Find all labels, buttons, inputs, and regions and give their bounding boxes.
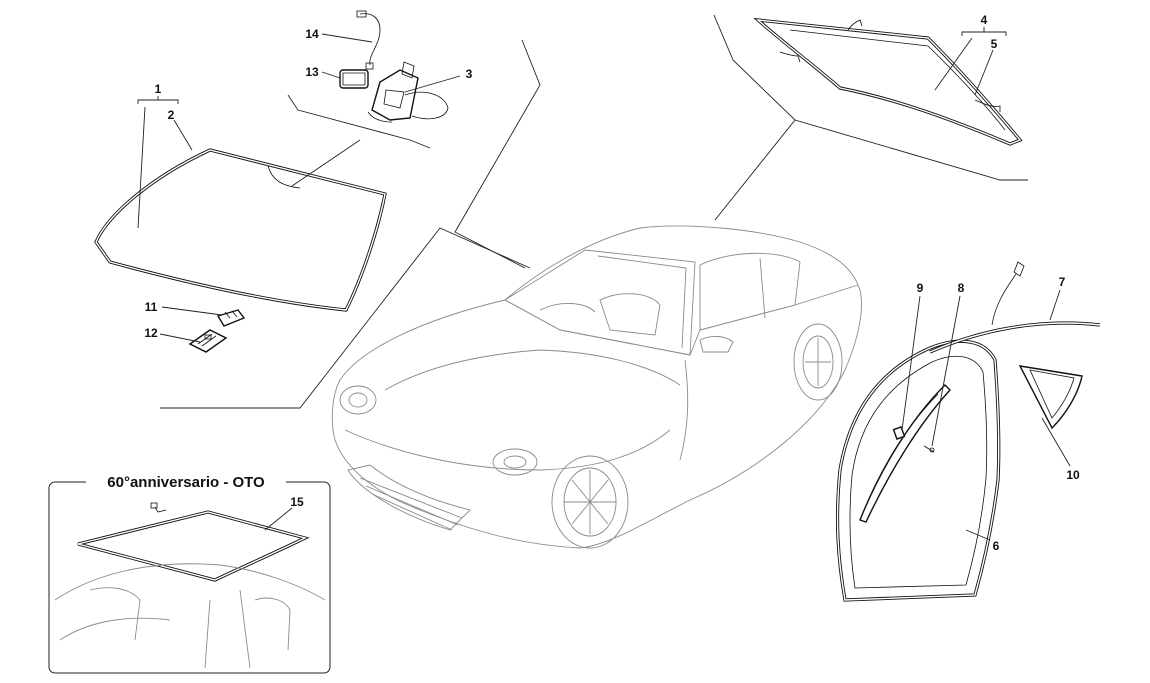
callout-13: 13 xyxy=(305,65,319,79)
callout-11: 11 xyxy=(145,300,158,314)
callout-12: 12 xyxy=(144,326,158,340)
door-seal-part xyxy=(835,339,1001,602)
callout-8: 8 xyxy=(958,281,965,295)
callout-labels: 1 2 3 4 5 6 7 8 9 10 11 12 13 14 15 60°a… xyxy=(107,13,1080,553)
inset-panel xyxy=(48,472,331,674)
mirror-sensor-part xyxy=(339,10,449,123)
quarter-glass-part xyxy=(1018,365,1083,430)
callout-10: 10 xyxy=(1066,468,1080,482)
callout-4: 4 xyxy=(981,13,988,27)
windscreen-part xyxy=(94,139,387,312)
callout-9: 9 xyxy=(917,281,924,295)
callout-15: 15 xyxy=(290,495,304,509)
callout-3: 3 xyxy=(466,67,473,81)
guide-channel-part xyxy=(859,384,951,523)
clip-parts xyxy=(188,309,246,353)
callout-7: 7 xyxy=(1059,275,1066,289)
grouping-lines xyxy=(160,14,1028,409)
callout-14: 14 xyxy=(305,27,319,41)
inset-title: 60°anniversario - OTO xyxy=(107,474,265,491)
callout-1: 1 xyxy=(155,82,162,96)
rear-screen-part xyxy=(753,17,1023,146)
callout-6: 6 xyxy=(993,539,1000,553)
callout-5: 5 xyxy=(991,37,998,51)
car-illustration xyxy=(331,225,862,549)
callout-2: 2 xyxy=(168,108,175,122)
door-window-seal-part xyxy=(929,261,1101,354)
callout-leaders xyxy=(137,27,1071,541)
